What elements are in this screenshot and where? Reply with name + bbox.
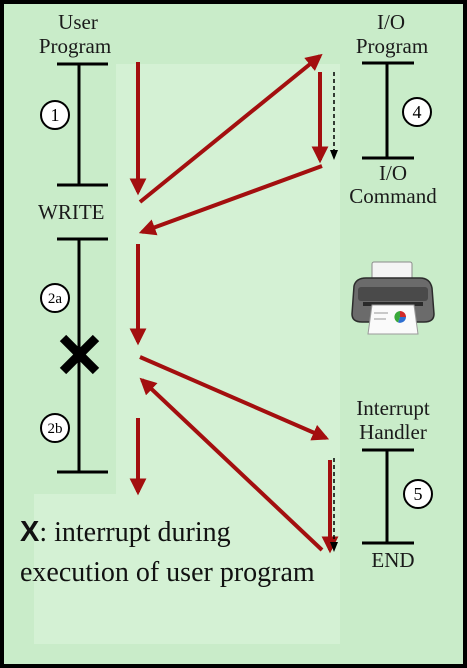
user-program-label-line2: Program [39,34,111,58]
caption-text: : interrupt during execution of user pro… [20,517,315,588]
step-2a-number: 2a [48,291,63,307]
handler-dashed-arrowhead [330,542,338,552]
io-device-dashed-arrowhead [330,150,338,160]
io-command-label-line1: I/O [379,161,407,185]
interrupt-handler-label-line1: Interrupt [356,396,430,420]
caption: X: interrupt during execution of user pr… [20,512,320,593]
caption-x-mark: X [20,516,40,548]
flow-arrow-return-from-handler [139,377,324,552]
user-program-label-line1: User [58,10,98,34]
step-2b-number: 2b [48,421,63,437]
write-label: WRITE [38,200,104,224]
flow-arrow-to-io-program [138,53,323,204]
flow-arrow-to-interrupt-handler [139,355,330,441]
step-4-badge: 4 [402,97,432,127]
step-5-number: 5 [414,484,423,504]
step-1-badge: 1 [40,100,70,130]
end-label: END [371,548,414,572]
io-program-label-line2: Program [356,34,428,58]
background-panel-center [116,64,340,494]
printer-icon [351,261,435,335]
step-2a-badge: 2a [40,283,70,313]
step-5-badge: 5 [403,479,433,509]
step-2b-badge: 2b [40,413,70,443]
io-command-label-line2: Command [349,184,437,208]
io-program-label-line1: I/O [377,10,405,34]
step-1-number: 1 [51,105,60,125]
interrupt-handler-label-line2: Handler [359,420,427,444]
x-mark-icon [59,334,100,375]
flow-arrow-return-to-user [138,164,323,236]
step-4-number: 4 [413,102,422,122]
